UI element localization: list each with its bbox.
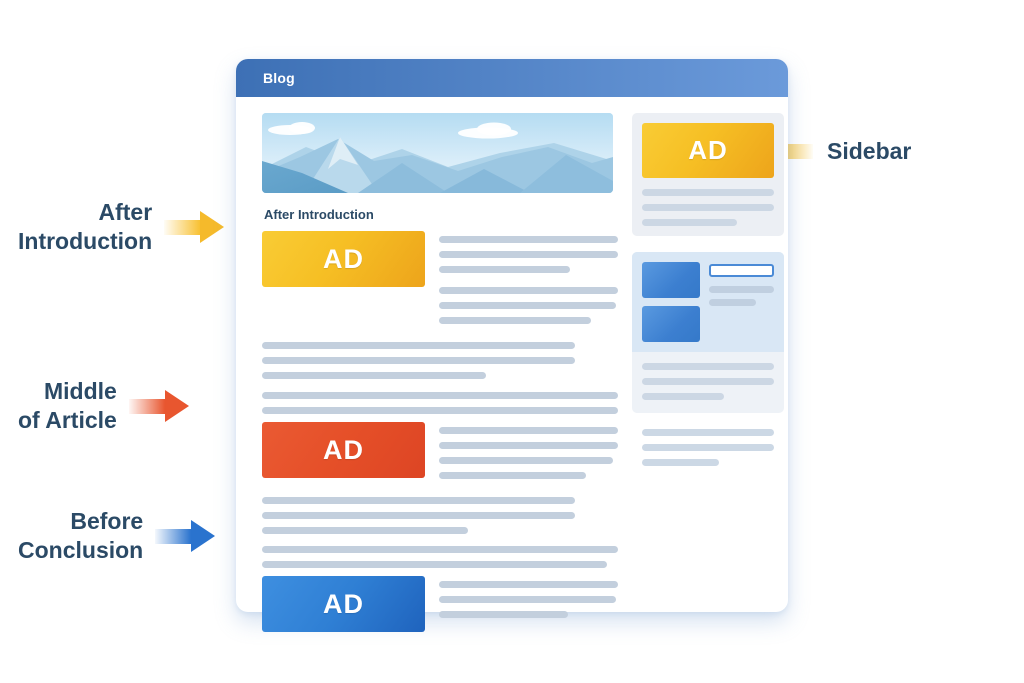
- browser-window-mockup: Blog: [236, 59, 788, 632]
- window-body: After Introduction AD: [236, 97, 788, 632]
- text-line: [262, 392, 618, 399]
- media-footer-lines: [632, 352, 784, 413]
- text-line: [439, 236, 618, 243]
- text-line: [262, 357, 576, 364]
- text-line: [439, 302, 617, 309]
- text-line: [262, 497, 576, 504]
- text-line: [439, 457, 613, 464]
- media-side-content: [709, 262, 774, 342]
- thumbnail-icon[interactable]: [642, 306, 700, 342]
- sidebar-ad-widget: AD: [632, 113, 784, 236]
- text-line: [642, 459, 719, 466]
- text-line: [642, 444, 774, 451]
- callout-middle-of-article: Middle of Article: [18, 377, 268, 436]
- text-line: [709, 299, 756, 306]
- text-line: [642, 378, 774, 385]
- ad-before-conclusion[interactable]: AD: [262, 576, 425, 632]
- media-thumbnails: [642, 262, 700, 342]
- text-line: [642, 363, 774, 370]
- callout-middle-of-article-label: Middle of Article: [18, 378, 117, 434]
- callout-before-conclusion-label: Before Conclusion: [18, 508, 144, 564]
- text-line: [262, 512, 576, 519]
- article-section-heading: After Introduction: [264, 207, 374, 222]
- arrow-head: [164, 390, 189, 423]
- callout-after-introduction: After Introduction: [18, 198, 268, 257]
- sidebar-trailing-lines: [632, 429, 784, 466]
- text-line: [642, 204, 774, 211]
- paragraph-lines: [439, 576, 618, 626]
- text-line: [262, 546, 618, 553]
- text-line: [439, 317, 592, 324]
- text-line: [439, 287, 618, 294]
- window-header: Blog: [236, 59, 788, 97]
- text-line: [642, 393, 724, 400]
- text-line: [262, 561, 608, 568]
- text-line: [439, 251, 618, 258]
- sidebar-media-widget: [632, 252, 784, 413]
- text-line: [262, 342, 576, 349]
- arrow-shaft: [128, 398, 165, 414]
- arrow-after-introduction: [164, 211, 225, 244]
- after-introduction-ad-row: AD: [262, 231, 618, 332]
- arrow-middle-of-article: [128, 390, 189, 423]
- ad-after-introduction[interactable]: AD: [262, 231, 425, 287]
- text-line: [709, 286, 774, 293]
- paragraph-block: [262, 342, 618, 414]
- text-line: [642, 429, 774, 436]
- text-line: [262, 407, 618, 414]
- callout-sidebar-label: Sidebar: [827, 138, 912, 164]
- arrow-shaft: [164, 219, 201, 235]
- ad-sidebar[interactable]: AD: [642, 123, 774, 178]
- paragraph-lines: [439, 422, 618, 487]
- text-line: [642, 219, 738, 226]
- before-conclusion-ad-row: AD: [262, 576, 618, 632]
- paragraph-block: [262, 497, 618, 568]
- article-column: After Introduction AD: [262, 113, 618, 632]
- text-line: [262, 527, 469, 534]
- text-line: [439, 266, 570, 273]
- callout-before-conclusion: Before Conclusion: [18, 507, 268, 566]
- media-panel: [632, 252, 784, 352]
- hero-image: [262, 113, 613, 193]
- callout-after-introduction-label: After Introduction: [18, 199, 153, 255]
- text-line: [439, 427, 618, 434]
- text-line: [439, 611, 568, 618]
- sidebar-column: AD: [632, 113, 784, 612]
- mountain-landscape-icon: [262, 113, 613, 193]
- text-line: [439, 596, 617, 603]
- text-line: [439, 442, 618, 449]
- arrow-head: [191, 520, 216, 553]
- paragraph-lines: [439, 231, 618, 332]
- text-line: [642, 189, 774, 196]
- arrow-head: [200, 211, 225, 244]
- media-title-bar: [709, 264, 774, 277]
- arrow-shaft: [155, 528, 192, 544]
- thumbnail-icon[interactable]: [642, 262, 700, 298]
- arrow-before-conclusion: [155, 520, 216, 553]
- window-title: Blog: [263, 70, 295, 86]
- text-line: [262, 372, 487, 379]
- text-line: [439, 472, 586, 479]
- ad-middle-of-article[interactable]: AD: [262, 422, 425, 478]
- middle-of-article-ad-row: AD: [262, 422, 618, 487]
- text-line: [439, 581, 618, 588]
